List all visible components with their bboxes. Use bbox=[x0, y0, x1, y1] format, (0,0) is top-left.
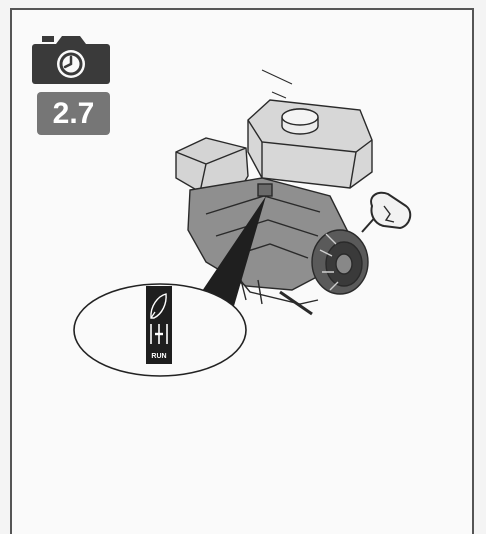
camera-icon bbox=[32, 36, 110, 84]
callout-pointer bbox=[196, 196, 266, 306]
fuel-valve-icon bbox=[150, 324, 168, 344]
run-label: RUN bbox=[151, 353, 166, 360]
choke-icon bbox=[150, 293, 167, 319]
step-number-badge: 2.7 bbox=[37, 92, 110, 135]
